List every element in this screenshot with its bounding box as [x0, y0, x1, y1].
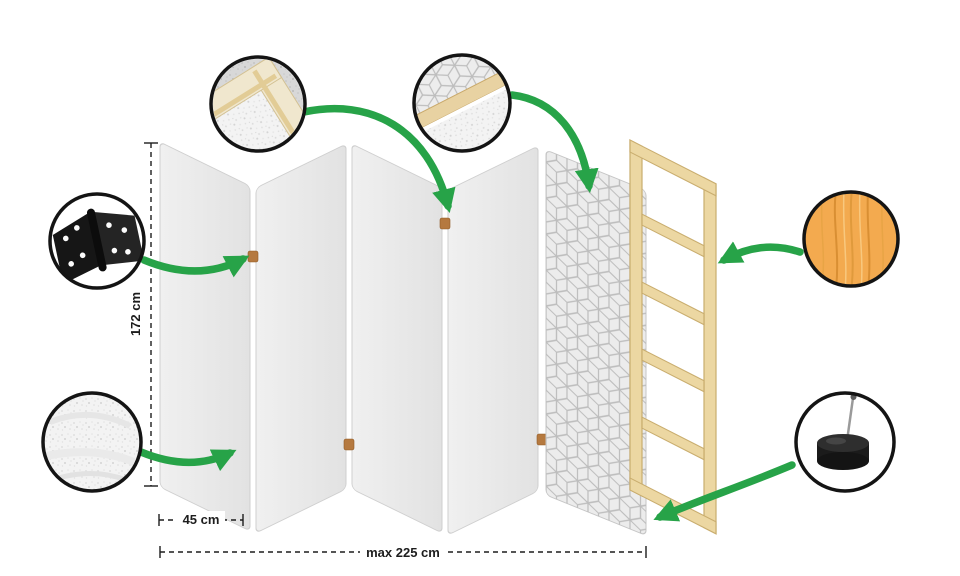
arrow-edge-to-patterned-panel: [508, 91, 599, 194]
frame-left-rail: [629, 139, 643, 498]
callout-arrows: [137, 91, 804, 522]
label-backplate: [360, 543, 446, 561]
frame-rung: [641, 416, 705, 461]
patterned-panel-cube-pattern: [546, 151, 646, 534]
arrow-corner-to-fold: [300, 105, 456, 213]
folding-panels: [159, 143, 539, 534]
panel-2: [255, 145, 347, 532]
dimension-max-width: max 225 cm: [159, 543, 647, 561]
height-label: 172 cm: [128, 292, 143, 336]
dimensions: 172 cm 45 cm max 225 cm: [128, 142, 647, 561]
callout-fabric-ring: [41, 391, 143, 493]
floor-protector-foot-detail-icon: [817, 394, 869, 470]
hinge-dot: [439, 217, 451, 230]
hinge-detail-icon: [52, 208, 144, 284]
callout-corner: [209, 55, 307, 153]
arrow-fabric-to-panel: [137, 448, 237, 472]
max-width-label: max 225 cm: [366, 545, 440, 560]
panel-3: [351, 145, 443, 532]
panel-1: [159, 143, 251, 530]
panel-4: [447, 147, 539, 534]
frame-top-bar: [629, 139, 717, 197]
hinge-dot: [343, 438, 355, 451]
fabric-texture-detail-icon: [43, 393, 141, 491]
frame-rung: [641, 281, 705, 326]
callout-fabric: [41, 391, 143, 493]
hinge-dot: [247, 250, 259, 263]
callouts: [41, 53, 900, 493]
arrow-hinge-to-fold: [140, 255, 250, 278]
callout-corner-ring: [209, 55, 307, 153]
frame-rung: [641, 348, 705, 393]
arrow-foot-to-base: [653, 461, 796, 522]
callout-hinge-ring: [48, 192, 146, 290]
frame-rung: [641, 213, 705, 258]
frame-right-rail: [703, 176, 717, 535]
callout-wood: [802, 190, 900, 288]
canvas-frame-edge-detail-icon: [414, 55, 510, 151]
callout-edge-ring: [412, 53, 512, 153]
callout-foot-ring: [794, 391, 896, 493]
wooden-frame: [629, 139, 717, 535]
callout-edge: [412, 53, 512, 153]
wood-grain-detail-icon: [804, 192, 898, 286]
patterned-panel: [545, 151, 647, 535]
callout-hinge: [48, 192, 146, 290]
callout-wood-ring: [802, 190, 900, 288]
label-backplate: [177, 511, 225, 528]
arrow-wood-to-frame: [717, 241, 804, 264]
dimension-height: 172 cm: [128, 142, 158, 487]
callout-foot: [794, 391, 896, 493]
dimension-panel-width: 45 cm: [158, 511, 244, 528]
panel-width-label: 45 cm: [183, 512, 220, 527]
